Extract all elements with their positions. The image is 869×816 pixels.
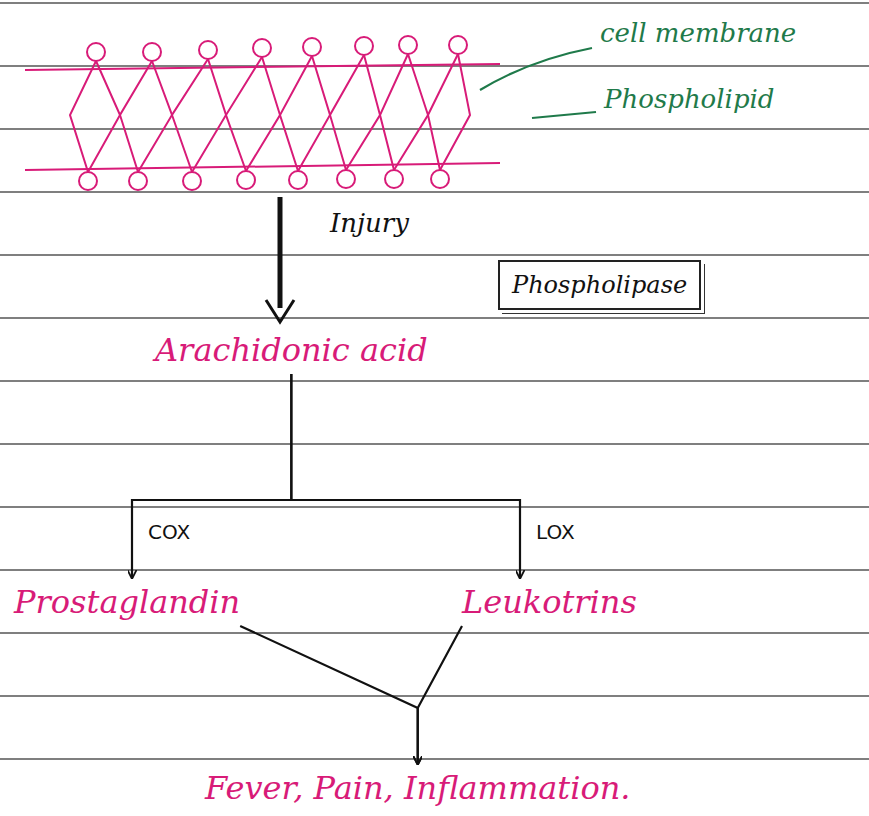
effect-text: Fever, Pain, Inflammation. xyxy=(205,768,630,808)
node-text: Arachidonic acid xyxy=(155,330,428,370)
node-text: Fever, Pain, Inflammation. xyxy=(205,768,630,808)
node-text: Leukotrins xyxy=(462,582,637,622)
callout-label: Phospholipid xyxy=(604,82,775,116)
substrate-text: Arachidonic acid xyxy=(155,330,428,370)
node-text: Phospholipase xyxy=(512,270,687,300)
injury-arrow xyxy=(266,197,294,322)
product-text: Leukotrins xyxy=(462,582,637,622)
enzyme-label: COX xyxy=(146,520,192,544)
enzyme-label: LOX xyxy=(534,520,577,544)
product-text: Prostaglandin xyxy=(14,582,240,622)
ruled-lines xyxy=(0,3,869,759)
flow-arrow xyxy=(418,626,462,764)
enzyme-box: Phospholipase xyxy=(498,260,701,310)
phospholipid-bilayer xyxy=(25,36,500,190)
flow-arrow xyxy=(240,626,418,764)
flow-arrow xyxy=(291,374,520,578)
step-label: Injury xyxy=(330,206,409,240)
leader-lines xyxy=(480,48,596,118)
flow-arrow xyxy=(132,374,291,578)
callout-label: cell membrane xyxy=(600,16,796,50)
node-text: Prostaglandin xyxy=(14,582,240,622)
